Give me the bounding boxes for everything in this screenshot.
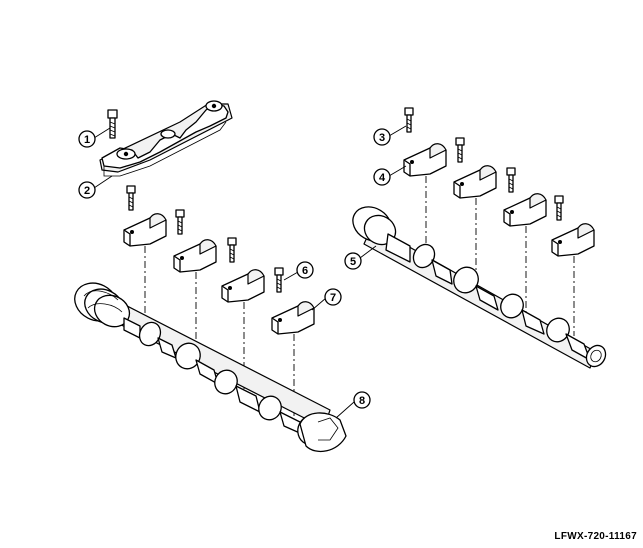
callout-1-circle — [78, 130, 96, 148]
callout-3: 3 — [379, 132, 385, 144]
callout-2: 2 — [84, 185, 90, 197]
right-bearing-caps — [403, 143, 595, 257]
callout-3-circle — [373, 128, 391, 146]
callout-4-circle — [373, 168, 391, 186]
left-cap-bolts — [126, 185, 284, 293]
thrust-cap-bridge — [99, 100, 233, 177]
callout-4: 4 — [379, 172, 386, 184]
left-camshaft — [74, 282, 347, 453]
right-cap-bolts — [404, 107, 564, 221]
callout-8-circle — [353, 391, 371, 409]
bridge-bolt — [107, 109, 118, 139]
bearing-cap-part-7 — [271, 301, 315, 335]
bearing-cap-part-4 — [403, 143, 447, 177]
callout-7: 7 — [330, 292, 336, 304]
callout-5: 5 — [350, 256, 356, 268]
callout-8: 8 — [359, 395, 365, 407]
callout-6: 6 — [302, 265, 308, 277]
callout-6-circle — [296, 261, 314, 279]
right-camshaft — [352, 206, 607, 369]
figure-code-label: LFWX-720-11167 — [554, 531, 637, 542]
left-bearing-caps — [123, 213, 315, 335]
callout-5-circle — [344, 252, 362, 270]
callout-7-circle — [324, 288, 342, 306]
callout-2-circle — [78, 181, 96, 199]
callout-1: 1 — [84, 134, 90, 146]
callouts: 1 2 3 4 5 6 7 8 — [78, 125, 407, 419]
